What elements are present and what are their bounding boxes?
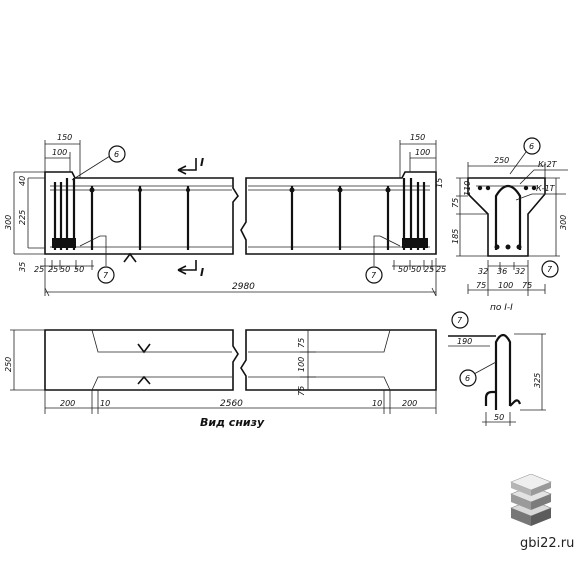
- dim-right-25b: 25: [436, 265, 446, 274]
- callout-7-detail: 7: [457, 316, 463, 325]
- stirrup-detail: 190 7 6 325 50: [448, 311, 546, 426]
- dim-right-50b: 50: [411, 265, 421, 274]
- dim-bottom-50a: 50: [60, 265, 70, 274]
- cross-section: 6 К-2Т К-1Т 250 75 185 110 300 32 36 32 …: [451, 137, 568, 313]
- dim-plan-75a: 75: [297, 338, 306, 348]
- callout-6-detail: 6: [465, 374, 470, 383]
- cut-mark-bottom-label: I: [200, 266, 204, 279]
- dim-plan-200a: 200: [60, 399, 75, 408]
- dim-section-32a: 32: [478, 267, 488, 276]
- dim-height-300-left: 300: [4, 215, 13, 230]
- dim-height-40: 40: [18, 176, 27, 186]
- callout-7-elev: 7: [103, 271, 109, 280]
- dim-plan-75b: 75: [297, 386, 306, 396]
- label-k2t: К-2Т: [538, 160, 558, 169]
- plan-view: 250 75 100 75 200 10 2560 10 200 Вид сни…: [4, 329, 437, 429]
- dim-section-300: 300: [559, 215, 568, 230]
- callout-6-section: 6: [529, 142, 534, 151]
- dim-section-185: 185: [451, 229, 460, 244]
- dim-bottom-25a: 25: [34, 265, 44, 274]
- gbi-logo-icon: [510, 474, 552, 526]
- plan-caption: Вид снизу: [200, 416, 265, 429]
- dim-plan-200b: 200: [402, 399, 417, 408]
- callout-6-elev: 6: [114, 150, 119, 159]
- dim-height-225: 225: [18, 210, 27, 225]
- dim-bottom-25b: 25: [48, 265, 58, 274]
- dim-detail-325: 325: [533, 373, 542, 388]
- callout-7b-elev: 7: [371, 271, 377, 280]
- dim-top-left-150: 150: [57, 133, 72, 142]
- section-caption: по I-I: [490, 303, 513, 313]
- dim-section-250: 250: [494, 156, 509, 165]
- dim-top-right-150: 150: [410, 133, 425, 142]
- dim-plan-10b: 10: [372, 399, 382, 408]
- dim-bottom-50b: 50: [74, 265, 84, 274]
- dim-section-75: 75: [451, 198, 460, 208]
- dim-section-32b: 32: [515, 267, 525, 276]
- dim-section-75a: 75: [476, 281, 486, 290]
- dim-top-left-100: 100: [52, 148, 67, 157]
- callout-7-section: 7: [547, 265, 553, 274]
- dim-right-25a: 25: [424, 265, 434, 274]
- dim-top-right-100: 100: [415, 148, 430, 157]
- dim-total-length: 2980: [232, 282, 255, 292]
- label-k1t: К-1Т: [536, 184, 556, 193]
- section-cut-marks: I I: [177, 156, 204, 279]
- dim-plan-10a: 10: [100, 399, 110, 408]
- dim-plan-250: 250: [4, 357, 13, 372]
- elevation-dimensions: 150 100 6 150 100 300 225 40 35 15 25 25…: [4, 133, 446, 297]
- dim-plan-100: 100: [297, 357, 306, 372]
- site-watermark-text: gbi22.ru: [520, 536, 575, 551]
- dim-detail-50: 50: [494, 413, 504, 422]
- dim-height-35: 35: [18, 262, 27, 272]
- dim-section-75b: 75: [522, 281, 532, 290]
- dim-section-100: 100: [498, 281, 513, 290]
- dim-right-50a: 50: [398, 265, 408, 274]
- dim-detail-190: 190: [457, 337, 472, 346]
- dim-section-36: 36: [497, 267, 507, 276]
- dim-right-15: 15: [435, 178, 444, 188]
- cut-mark-top-label: I: [200, 156, 204, 169]
- dim-section-110: 110: [463, 181, 472, 196]
- dim-plan-2560: 2560: [220, 399, 243, 409]
- beam-elevation: [44, 171, 437, 263]
